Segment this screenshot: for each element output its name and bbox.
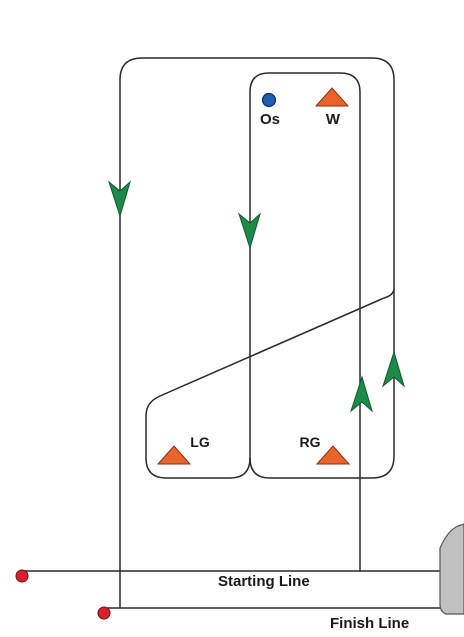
starting-pin-buoy	[15, 569, 29, 583]
right-gate-mark-label: RG	[300, 434, 321, 450]
diagonal-course-route	[145, 289, 395, 479]
left-gate-mark-icon	[156, 445, 192, 465]
outer-course-route	[119, 57, 395, 609]
left-gate-mark-label: LG	[190, 434, 210, 450]
offset-mark-label: Os	[260, 111, 280, 128]
direction-arrow-down-inner	[238, 212, 261, 250]
committee-boat-icon	[439, 523, 464, 615]
direction-arrow-up-right	[382, 350, 405, 388]
offset-mark-icon	[261, 92, 277, 108]
inner-course-route	[249, 72, 361, 571]
right-gate-mark-icon	[315, 445, 351, 465]
starting-line-label: Starting Line	[218, 573, 310, 590]
windward-mark-icon	[314, 87, 350, 107]
finish-line-label: Finish Line	[330, 615, 409, 632]
direction-arrow-up-center	[350, 375, 373, 413]
direction-arrow-down-outer	[108, 180, 131, 218]
windward-mark-label: W	[326, 111, 341, 128]
finish-pin-buoy	[97, 606, 111, 620]
